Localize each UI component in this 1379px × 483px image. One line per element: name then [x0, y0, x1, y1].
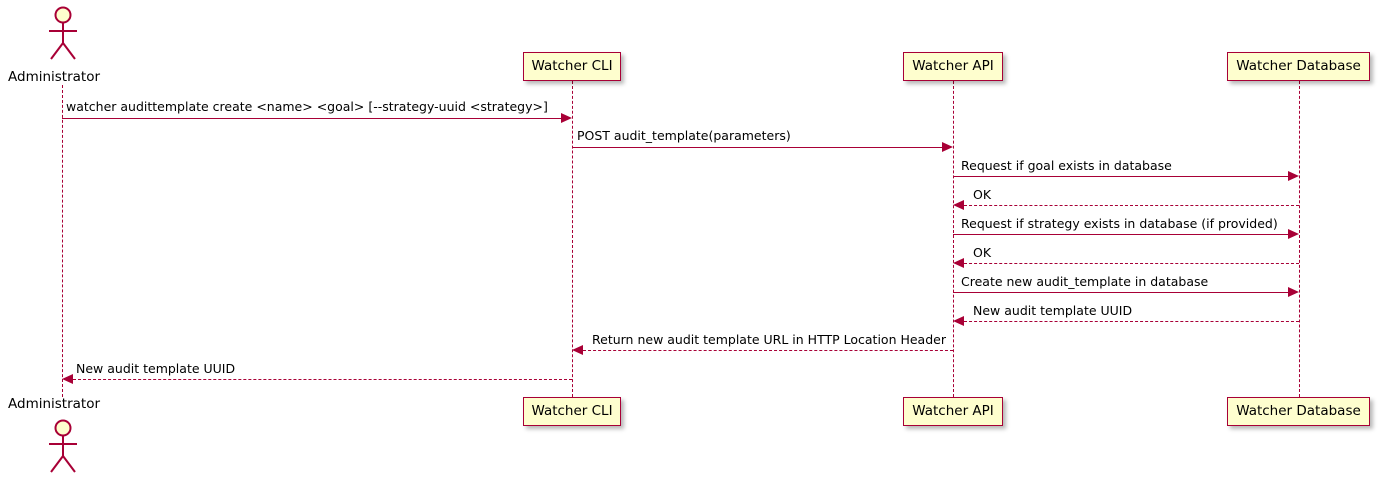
- message-line-0: [62, 118, 561, 119]
- message-label-3: OK: [973, 187, 992, 202]
- participant-box-watcher-cli-top[interactable]: Watcher CLI: [523, 52, 621, 81]
- message-line-9: [73, 379, 572, 380]
- actor-label-administrator-top: Administrator: [8, 69, 101, 85]
- participant-box-watcher-api-bottom[interactable]: Watcher API: [903, 397, 1003, 426]
- actor-administrator-top: [40, 4, 86, 64]
- message-label-5: OK: [973, 245, 992, 260]
- message-arrowhead-9: [62, 374, 73, 384]
- message-line-8: [583, 350, 953, 351]
- participant-box-watcher-database-bottom[interactable]: Watcher Database: [1227, 397, 1370, 426]
- message-line-7: [964, 321, 1299, 322]
- message-line-1: [572, 147, 942, 148]
- message-line-6: [953, 292, 1288, 293]
- actor-label-administrator-bottom: Administrator: [8, 396, 101, 412]
- message-arrowhead-8: [572, 345, 583, 355]
- message-arrowhead-6: [1288, 287, 1299, 297]
- lifeline-watcher-api: [953, 81, 954, 397]
- participant-box-watcher-cli-bottom[interactable]: Watcher CLI: [523, 397, 621, 426]
- lifeline-watcher-database: [1299, 81, 1300, 397]
- message-line-4: [953, 234, 1288, 235]
- message-label-7: New audit template UUID: [973, 303, 1133, 318]
- lifeline-administrator: [62, 85, 63, 397]
- participant-box-watcher-database-top[interactable]: Watcher Database: [1227, 52, 1370, 81]
- message-label-4: Request if strategy exists in database (…: [961, 216, 1278, 231]
- message-label-1: POST audit_template(parameters): [577, 128, 791, 143]
- message-arrowhead-3: [953, 200, 964, 210]
- message-label-8: Return new audit template URL in HTTP Lo…: [592, 332, 946, 347]
- message-label-2: Request if goal exists in database: [961, 158, 1172, 173]
- message-label-9: New audit template UUID: [76, 361, 236, 376]
- message-label-6: Create new audit_template in database: [961, 274, 1209, 289]
- lifeline-watcher-cli: [572, 81, 573, 397]
- participant-box-watcher-api-top[interactable]: Watcher API: [903, 52, 1003, 81]
- message-arrowhead-2: [1288, 171, 1299, 181]
- message-line-2: [953, 176, 1288, 177]
- message-arrowhead-4: [1288, 229, 1299, 239]
- message-label-0: watcher audittemplate create <name> <goa…: [66, 99, 548, 114]
- message-arrowhead-5: [953, 258, 964, 268]
- actor-administrator-bottom: [40, 417, 86, 477]
- message-arrowhead-1: [942, 142, 953, 152]
- message-line-3: [964, 205, 1299, 206]
- message-line-5: [964, 263, 1299, 264]
- message-arrowhead-0: [561, 113, 572, 123]
- message-arrowhead-7: [953, 316, 964, 326]
